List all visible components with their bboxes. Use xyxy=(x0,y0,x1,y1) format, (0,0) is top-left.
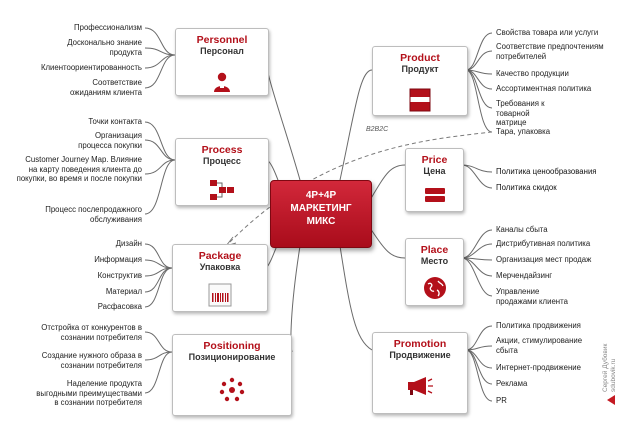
node-package-ru: Упаковка xyxy=(199,262,241,272)
node-product-en: Product xyxy=(400,52,440,64)
price-item: Политика ценообразования xyxy=(496,167,597,176)
node-place-ru: Место xyxy=(420,256,449,266)
product-item: Свойства товара или услуги xyxy=(496,28,599,37)
personnel-item: Клиентоориентированность xyxy=(40,63,142,72)
node-personnel[interactable]: Personnel Персонал xyxy=(175,28,269,96)
megaphone-icon xyxy=(408,377,433,395)
product-item: Требования к товарной матрице xyxy=(496,99,545,128)
package-item: Расфасовка xyxy=(97,302,142,311)
price-item: Политика скидок xyxy=(496,183,557,192)
node-place[interactable]: Place Место xyxy=(405,238,464,306)
promotion-item: Реклама xyxy=(496,379,528,388)
globe-icon xyxy=(423,277,446,299)
person-icon xyxy=(214,72,230,92)
watermark: Сергей Дубовик sdubovik.ru xyxy=(602,340,617,392)
package-item: Материал xyxy=(105,287,142,296)
node-positioning-en: Positioning xyxy=(203,340,261,352)
b2b2c-dashed-arrow xyxy=(227,131,493,245)
node-place-en: Place xyxy=(420,244,449,256)
wire-center-price xyxy=(369,164,406,201)
node-process-en: Process xyxy=(201,144,243,156)
product-item: Тара, упаковка xyxy=(496,127,551,136)
package-item: Информация xyxy=(94,255,142,264)
product-box-icon xyxy=(409,88,431,112)
barcode-box-icon xyxy=(208,283,232,307)
node-positioning-ru: Позиционирование xyxy=(188,352,276,362)
place-item: Каналы сбыта xyxy=(496,225,548,234)
node-product[interactable]: Product Продукт xyxy=(372,46,468,116)
node-promotion-en: Promotion xyxy=(393,338,447,350)
node-price[interactable]: Price Цена xyxy=(405,148,464,212)
node-personnel-en: Personnel xyxy=(196,34,248,46)
personnel-item: Профессионализм xyxy=(74,23,142,32)
place-item: Дистрибутивная политика xyxy=(496,239,591,248)
process-flow-icon xyxy=(210,180,234,200)
node-price-en: Price xyxy=(421,154,448,166)
product-item: Ассортиментная политика xyxy=(496,84,592,93)
node-product-ru: Продукт xyxy=(401,64,439,74)
place-item: Управление продажами клиента xyxy=(496,287,568,306)
product-item: Соответствие предпочтениям потребителей xyxy=(496,42,604,61)
positioning-item: Создание нужного образа в сознании потре… xyxy=(41,351,142,370)
node-package[interactable]: Package Упаковка xyxy=(172,244,268,312)
process-item: Процесс послепродажного обслуживания xyxy=(45,205,142,224)
node-price-ru: Цена xyxy=(423,166,446,176)
positioning-item: Наделение продукта выгодными преимуществ… xyxy=(36,379,142,408)
process-item: Точки контакта xyxy=(88,117,142,126)
process-item: Организация процесса покупки xyxy=(78,131,142,150)
personnel-item: Соответствие ожиданиям клиента xyxy=(70,78,142,97)
center-line-2: МАРКЕТИНГ xyxy=(290,203,352,214)
package-item: Конструктив xyxy=(97,271,142,280)
target-burst-icon xyxy=(219,377,245,402)
wire-center-personnel xyxy=(265,54,301,181)
node-positioning[interactable]: Positioning Позиционирование xyxy=(172,334,292,416)
node-promotion-ru: Продвижение xyxy=(389,350,451,360)
personnel-item: Досконально знание продукта xyxy=(67,38,142,57)
wire-center-product xyxy=(339,69,373,181)
watermark-site: sdubovik.ru xyxy=(609,358,617,392)
node-personnel-ru: Персонал xyxy=(200,46,244,56)
node-process-ru: Процесс xyxy=(203,156,241,166)
node-process[interactable]: Process Процесс xyxy=(175,138,269,206)
place-item: Мерчендайзинг xyxy=(496,271,553,280)
positioning-item: Отстройка от конкурентов в сознании потр… xyxy=(41,323,142,342)
package-item: Дизайн xyxy=(115,239,142,248)
center-node-4p-4p-marketing-mix[interactable]: 4P+4P МАРКЕТИНГ МИКС xyxy=(270,180,372,248)
wire-center-promotion xyxy=(339,245,373,351)
promotion-item: Политика продвижения xyxy=(496,321,581,330)
node-promotion[interactable]: Promotion Продвижение xyxy=(372,332,468,414)
b2b2c-label: B2B2C xyxy=(366,126,389,133)
product-item: Качество продукции xyxy=(496,69,569,78)
watermark-author: Сергей Дубовик xyxy=(602,343,609,392)
promotion-item: Акции, стимулирование сбыта xyxy=(496,336,583,355)
process-item: Customer Journey Map. Влияние на карту п… xyxy=(16,155,142,184)
node-package-en: Package xyxy=(198,250,242,262)
wire-center-positioning xyxy=(290,245,301,353)
center-line-1: 4P+4P xyxy=(305,190,337,201)
price-tag-icon xyxy=(424,188,445,202)
place-item: Организация мест продаж xyxy=(496,255,592,264)
promotion-item: Интернет-продвижение xyxy=(496,363,581,372)
wire-center-place xyxy=(369,227,406,259)
watermark-arrow-icon xyxy=(607,395,615,405)
promotion-item: PR xyxy=(496,396,507,405)
center-line-3: МИКС xyxy=(306,216,336,227)
